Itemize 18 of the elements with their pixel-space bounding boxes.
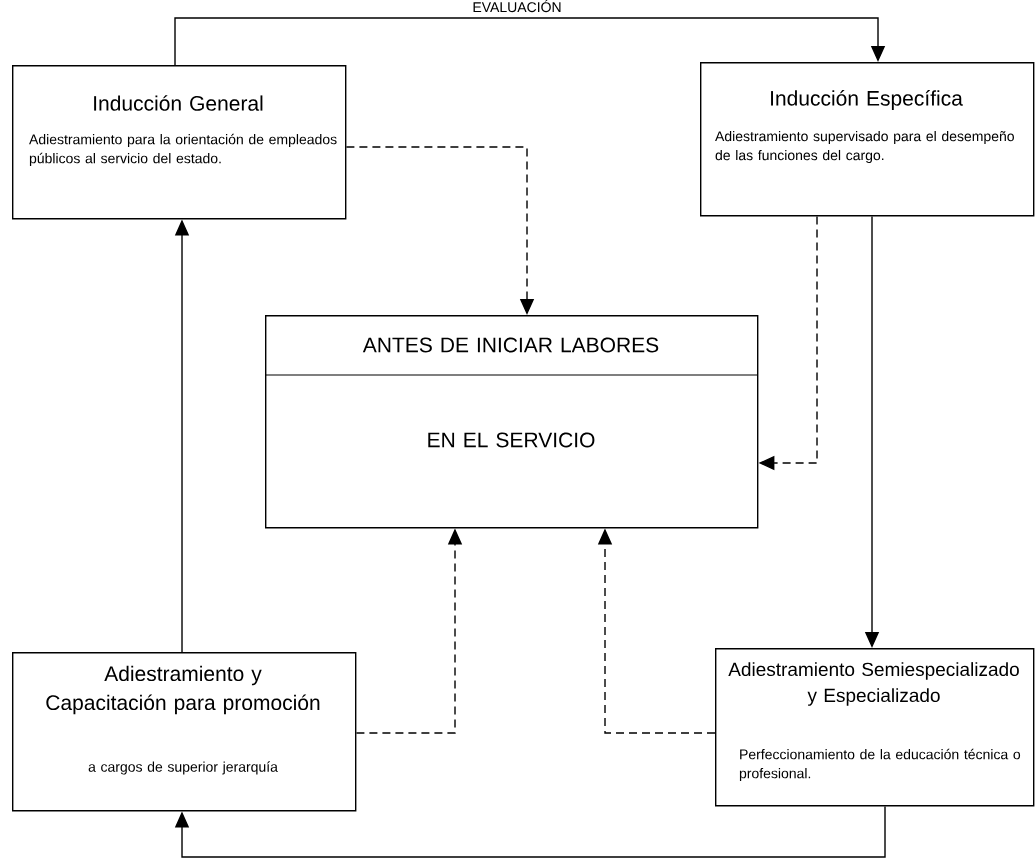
arrow bbox=[174, 17, 886, 66]
box-text: Perfeccionamiento de la educación técnica o profesional. bbox=[739, 748, 1021, 782]
process-box bbox=[12, 651, 357, 812]
box-title: ANTES DE INICIAR LABORES bbox=[362, 337, 659, 353]
box-title: Inducción General bbox=[94, 95, 263, 111]
arrow bbox=[174, 805, 886, 858]
box-text: a cargos de superior jerarquía bbox=[88, 761, 278, 775]
edge-label: EVALUACIÓN bbox=[471, 0, 563, 14]
box-title: Inducción Específica bbox=[771, 90, 963, 110]
box-title: Adiestramiento y Capacitación para promoción bbox=[46, 665, 320, 715]
process-box bbox=[12, 65, 347, 220]
box-title: Adiestramiento Semiespecializado y Especializado bbox=[728, 662, 1019, 706]
box-text: Adiestramiento para la orientación de empleados públicos al servicio del estado. bbox=[29, 133, 337, 167]
process-box bbox=[264, 315, 759, 529]
box-text: Adiestramiento supervisado para el desempeño de las funciones del cargo. bbox=[715, 130, 1014, 163]
box-text: EN EL SERVICIO bbox=[428, 432, 595, 448]
process-box bbox=[715, 647, 1035, 807]
process-box bbox=[700, 62, 1035, 217]
